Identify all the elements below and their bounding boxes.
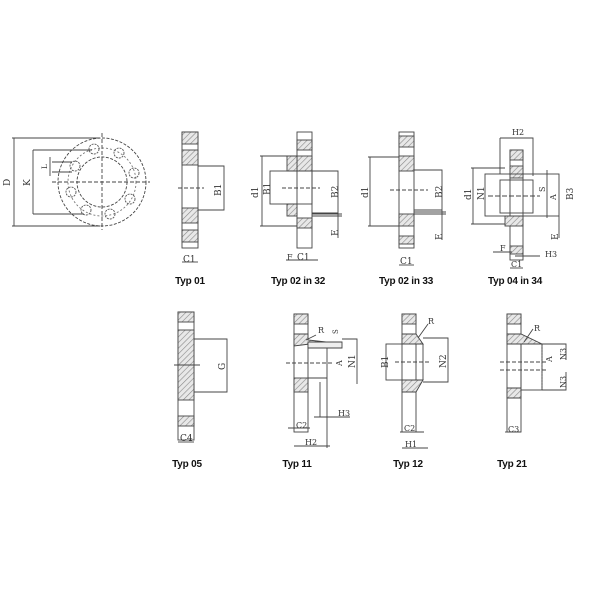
typ0232-label-B2: B2 xyxy=(331,186,341,198)
typ02in33-drawing xyxy=(368,131,446,266)
typ05-label-G: G xyxy=(218,363,228,370)
typ01-label-C1: C1 xyxy=(183,255,196,265)
typ0232-label-C1: C1 xyxy=(297,253,310,263)
caption-typ02in32: Typ 02 in 32 xyxy=(270,276,326,287)
typ0233-label-B2: B2 xyxy=(435,186,445,198)
typ12-label-B1: B1 xyxy=(381,356,391,368)
caption-typ01: Typ 01 xyxy=(175,276,205,287)
typ12-label-H1: H1 xyxy=(405,440,417,449)
typ11-label-N1: N1 xyxy=(348,354,358,368)
caption-typ04in34: Typ 04 in 34 xyxy=(487,276,543,287)
typ01-drawing xyxy=(178,131,225,263)
typ12-label-N2: N2 xyxy=(439,354,449,368)
typ0434-label-B3: B3 xyxy=(566,187,576,200)
typ0434-label-H3: H3 xyxy=(545,250,557,259)
typ0232-label-E: E xyxy=(331,229,341,236)
typ0232-label-d1: d1 xyxy=(251,187,261,199)
typ11-label-R: R xyxy=(318,326,325,335)
typ0434-label-S: S xyxy=(538,187,547,192)
typ0233-label-E: E xyxy=(435,233,445,240)
typ02in32-drawing xyxy=(260,131,342,261)
typ05-drawing xyxy=(174,311,228,443)
typ11-label-A: A xyxy=(335,360,344,367)
label-L: L xyxy=(41,164,49,169)
typ0434-label-C1: C1 xyxy=(511,260,522,269)
caption-typ02in33: Typ 02 in 33 xyxy=(378,276,434,287)
typ0434-label-d1: d1 xyxy=(464,189,474,201)
typ0232-label-F: F xyxy=(287,253,293,262)
caption-typ11: Typ 11 xyxy=(282,459,312,470)
typ21-label-C3: C3 xyxy=(508,425,519,434)
caption-typ21: Typ 21 xyxy=(497,459,527,470)
typ11-label-C2: C2 xyxy=(296,421,307,430)
typ21-label-R: R xyxy=(534,324,541,333)
typ0233-label-d1: d1 xyxy=(361,187,371,199)
typ12-label-R: R xyxy=(428,317,435,326)
typ0232-label-B1: B1 xyxy=(263,183,273,195)
caption-typ05: Typ 05 xyxy=(172,459,202,470)
typ05-label-C4: C4 xyxy=(180,434,193,444)
typ0434-label-E: E xyxy=(551,233,561,240)
typ0434-label-N1: N1 xyxy=(477,186,487,200)
typ11-label-H3: H3 xyxy=(338,409,350,418)
typ0233-label-C1: C1 xyxy=(400,257,413,267)
typ11-label-S: S xyxy=(332,329,340,334)
label-K: K xyxy=(23,179,33,186)
bolt-holes xyxy=(65,143,140,220)
typ0434-label-H2: H2 xyxy=(512,128,524,137)
typ01-label-B1: B1 xyxy=(214,184,224,196)
typ12-drawing xyxy=(385,313,449,449)
typ11-drawing xyxy=(286,313,358,448)
typ0434-label-A: A xyxy=(549,194,558,201)
typ04in34-drawing xyxy=(471,137,560,269)
typ21-label-A: A xyxy=(545,356,554,363)
typ0434-label-F: F xyxy=(500,244,506,253)
caption-typ12: Typ 12 xyxy=(393,459,423,470)
typ11-label-H2: H2 xyxy=(305,438,317,447)
typ21-drawing xyxy=(500,313,567,433)
label-D: D xyxy=(3,179,13,186)
typ21-label-N3-upper: N3 xyxy=(559,348,568,360)
flange-top-view xyxy=(12,133,150,230)
typ12-label-C2: C2 xyxy=(404,424,415,433)
typ21-label-N3-lower: N3 xyxy=(559,376,568,388)
